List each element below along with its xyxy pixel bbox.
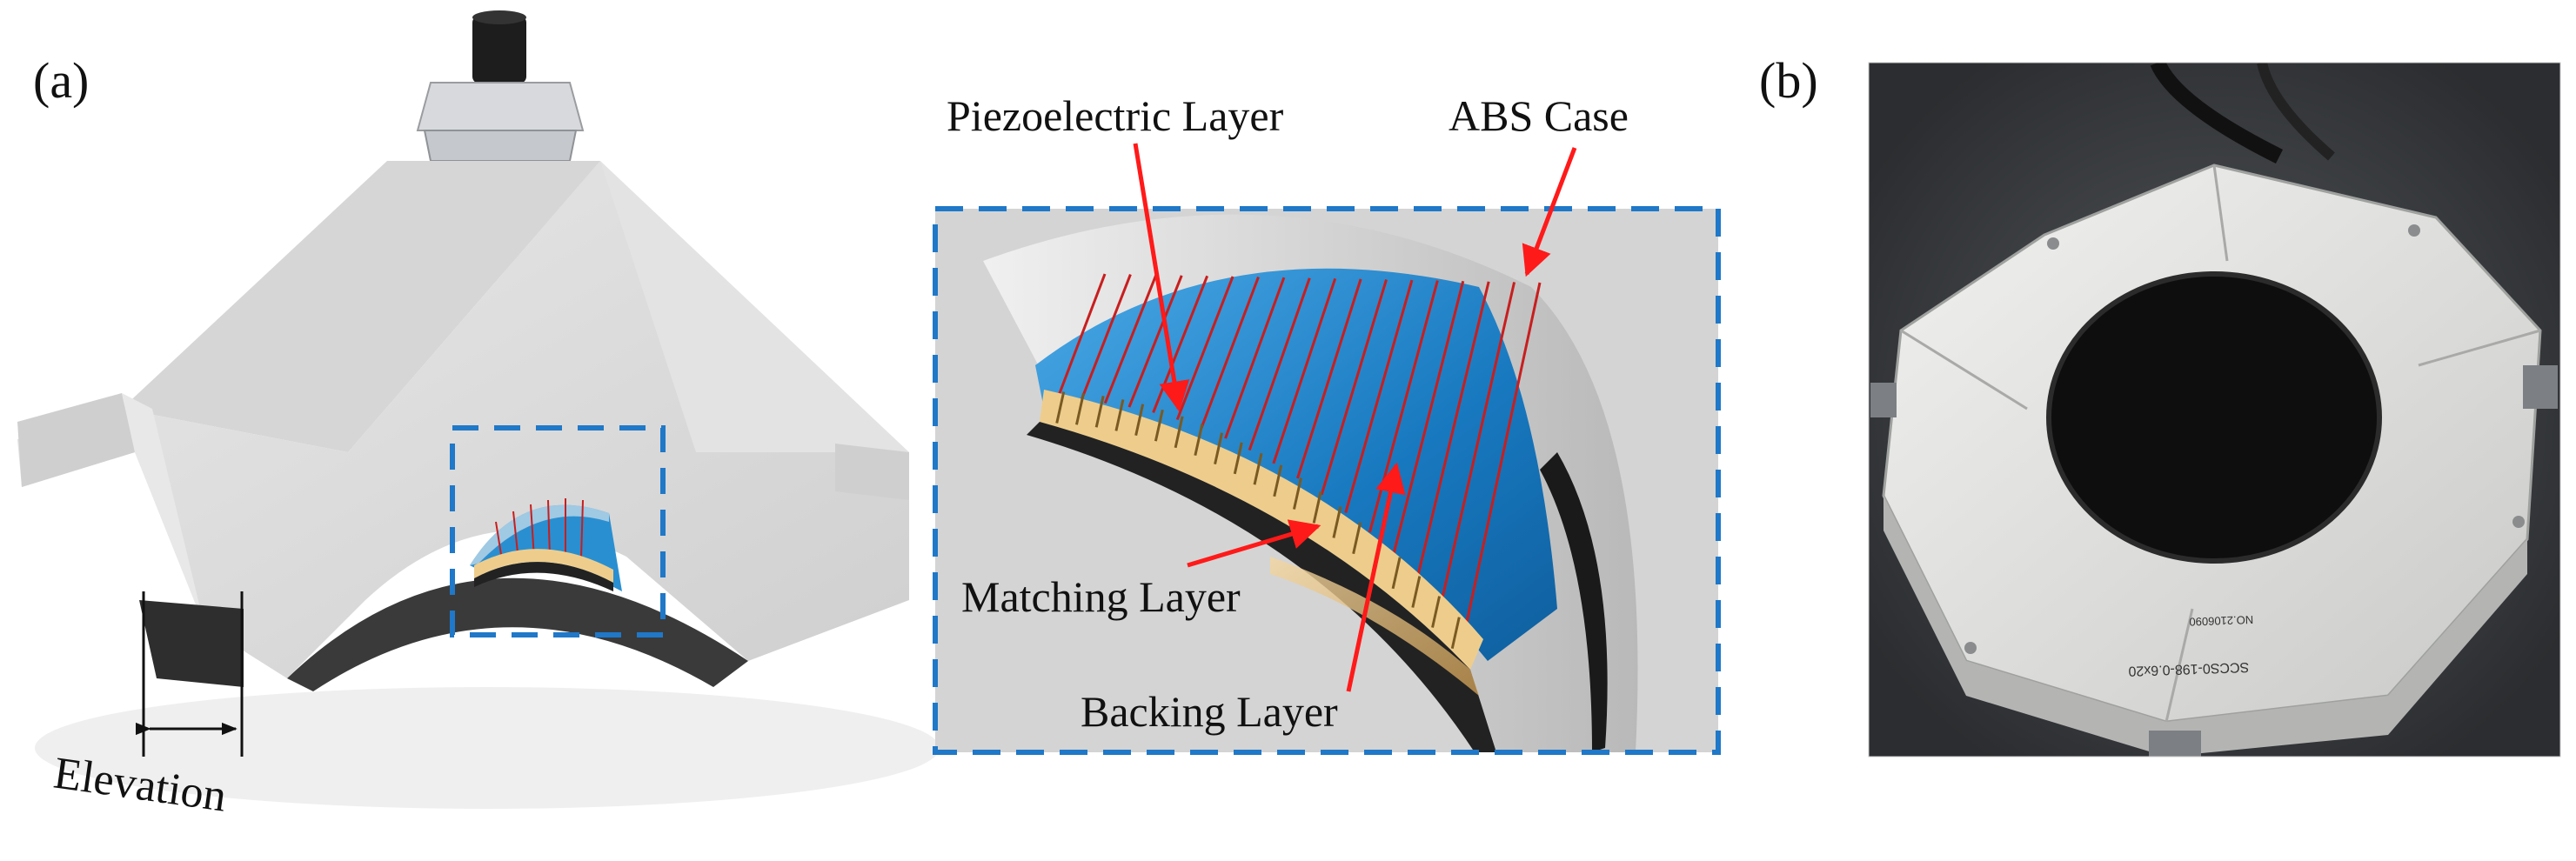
matching-segment	[1233, 442, 1243, 475]
matching-layer-label: Matching Layer	[961, 572, 1241, 621]
detail-region-box	[450, 425, 666, 637]
matching-layer-strip	[1040, 390, 1483, 670]
photo-model-code: SCCS0-198-0.6x20	[2128, 659, 2249, 678]
elevation-dimension	[135, 591, 244, 757]
matching-segment	[1431, 596, 1442, 628]
matching-segment	[1114, 399, 1125, 431]
callout-arrows	[1133, 143, 1577, 692]
matching-segment	[1154, 409, 1164, 442]
piezoelectric-layer-label: Piezoelectric Layer	[947, 91, 1284, 140]
element-beam-line	[1464, 282, 1542, 627]
matching-segment	[1094, 395, 1105, 428]
blue-acoustic-field	[1035, 268, 1557, 661]
matching-segment	[1273, 464, 1283, 497]
backing-arrow	[1346, 462, 1406, 692]
backing-layer-label: Backing Layer	[1081, 687, 1338, 736]
matching-segment	[1074, 393, 1085, 425]
abs-case-label: ABS Case	[1449, 91, 1629, 140]
panel-b-label: (b)	[1759, 52, 1818, 109]
panel-a-label: (a)	[33, 52, 89, 109]
matching-segment	[1332, 506, 1342, 538]
matching-segment	[1134, 404, 1145, 437]
matching-segment	[1312, 491, 1322, 524]
matching-segment	[1194, 424, 1204, 457]
photo-serial: NO.2106090	[2189, 613, 2253, 629]
matching-arrow	[1187, 519, 1321, 568]
matching-segment	[1174, 416, 1184, 449]
element-beam-line	[1320, 279, 1388, 496]
probe-housing-render	[17, 10, 940, 809]
matching-segment	[1352, 522, 1362, 555]
element-beam-line	[1055, 273, 1107, 401]
element-beam-line	[1296, 278, 1362, 479]
element-beam-line	[1127, 275, 1183, 408]
matching-segment	[1391, 557, 1402, 590]
matching-segment	[1055, 391, 1066, 424]
matching-segment	[1450, 617, 1461, 650]
piezo-arrow	[1133, 143, 1190, 412]
element-beam-line	[1344, 279, 1414, 513]
element-beam-line	[1272, 277, 1337, 464]
element-beam-line	[1440, 282, 1516, 601]
matching-segment	[1292, 477, 1302, 510]
abs-arrow	[1522, 147, 1577, 277]
element-beam-line	[1392, 280, 1465, 554]
matching-segment	[1253, 452, 1263, 485]
element-beam-line	[1080, 274, 1132, 402]
element-beam-line	[1224, 277, 1286, 439]
element-beam-line	[1248, 277, 1311, 451]
matching-layer-segments	[1055, 391, 1461, 650]
matching-segment	[1214, 432, 1224, 465]
element-beam-line	[1200, 276, 1260, 429]
element-beam-line	[1103, 274, 1158, 404]
element-beam-line	[1416, 281, 1490, 577]
zoomed-cross-section	[935, 209, 1718, 752]
matching-segment	[1411, 576, 1422, 608]
probe-photograph: SCCS0-198-0.6x20 NO.2106090	[1869, 63, 2560, 757]
zoom-dashed-frame	[933, 206, 1721, 755]
